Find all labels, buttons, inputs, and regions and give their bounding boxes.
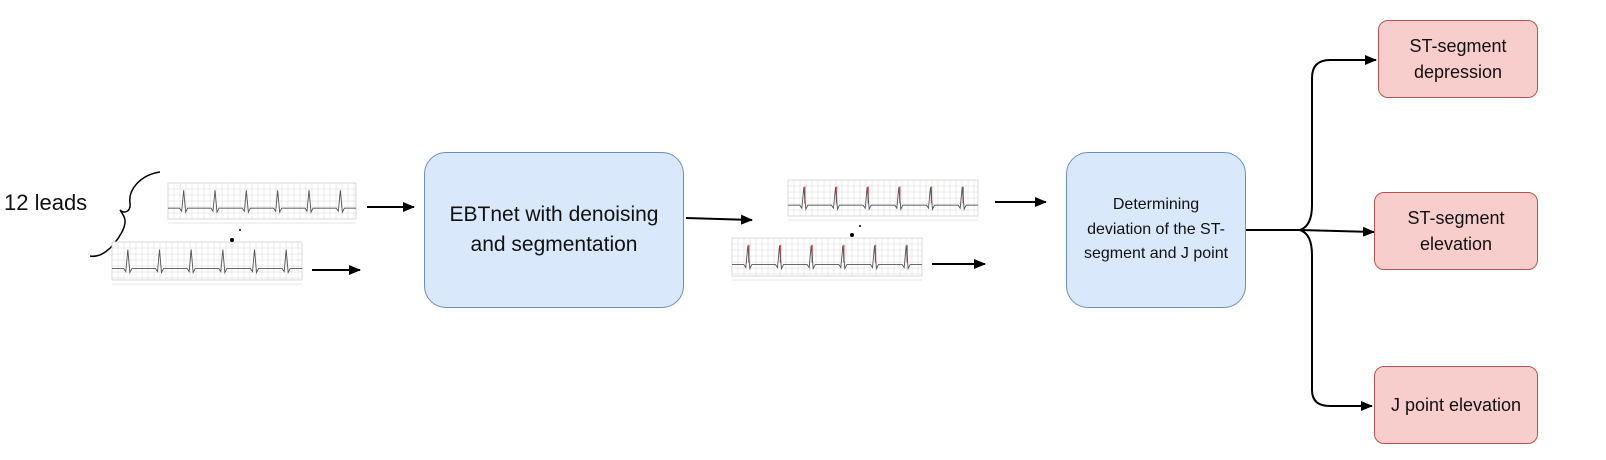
ellipsis-dot-input-small [239, 229, 241, 231]
arrow-to-j-elevation [1299, 229, 1373, 411]
ecg-strip-input-2 [111, 241, 303, 285]
output-j-elevation-label: J point elevation [1390, 394, 1522, 415]
arrow-to-st-elevation [1299, 226, 1375, 237]
ecg-strip-segmented-1 [787, 179, 979, 221]
arrow-ebtnet-to-segmented [685, 214, 753, 225]
deviation-label: Determining deviation of the ST-segment … [1083, 195, 1229, 263]
output-st-depression: ST-segment depression [1378, 20, 1538, 98]
output-j-elevation: J point elevation [1374, 366, 1538, 444]
ellipsis-dot-segmented-small [859, 225, 861, 227]
deviation-process-node: Determining deviation of the ST-segment … [1066, 152, 1246, 308]
ecg-strip-segmented-2 [731, 237, 923, 281]
ecg-strip-input-1 [167, 182, 357, 224]
input-leads-label: 12 leads [4, 190, 88, 215]
output-st-elevation: ST-segment elevation [1374, 192, 1538, 270]
output-st-elevation-label: ST-segment elevation [1407, 207, 1505, 254]
ebtnet-label: EBTnet with denoising and segmentation [449, 202, 659, 256]
ebtnet-process-node: EBTnet with denoising and segmentation [424, 152, 684, 308]
ellipsis-dot-segmented [850, 233, 854, 237]
output-st-depression-label: ST-segment depression [1409, 35, 1507, 82]
ellipsis-dot-input [230, 238, 234, 242]
arrow-to-depression [1299, 55, 1377, 231]
